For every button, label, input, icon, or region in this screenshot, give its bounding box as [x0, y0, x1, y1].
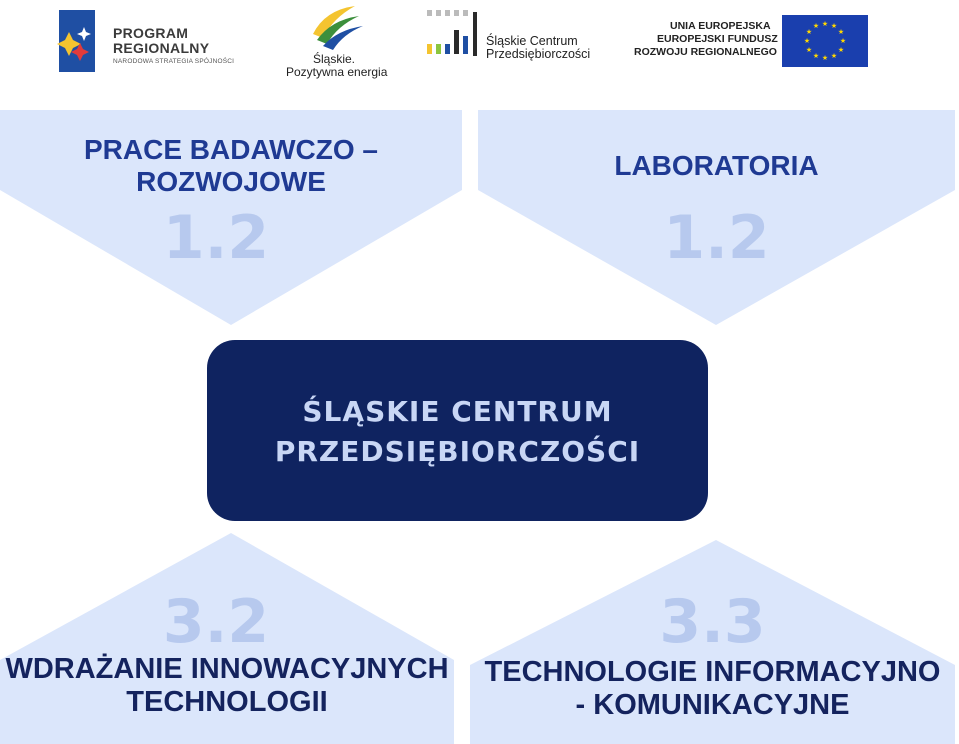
eu-flag-icon: ★ ★ ★ ★ ★ ★ ★ ★ ★ ★ ★ ★ [782, 15, 868, 67]
ue-line2: EUROPEJSKI FUNDUSZ [657, 33, 778, 45]
scp-line2: Przedsiębiorczości [486, 47, 591, 61]
svg-text:★: ★ [804, 37, 810, 45]
svg-text:★: ★ [806, 28, 812, 36]
slaskie-logo: Śląskie. Pozytywna energia [283, 4, 393, 79]
panel-top-right-shape [478, 110, 955, 325]
svg-text:★: ★ [831, 22, 837, 30]
panel-top-right-title: LABORATORIA [614, 150, 819, 181]
program-regionalny-logo: PROGRAM REGIONALNY NARODOWA STRATEGIA SP… [55, 10, 255, 74]
ue-logo: UNIA EUROPEJSKA EUROPEJSKI FUNDUSZ ROZWO… [632, 15, 872, 72]
svg-text:★: ★ [822, 54, 828, 62]
svg-text:★: ★ [838, 46, 844, 54]
scp-bars-icon [427, 10, 477, 56]
slaskie-waves-icon [313, 6, 363, 50]
panel-top-left-title-line1: PRACE BADAWCZO – [83, 134, 378, 165]
panel-bottom-left-title-line2: TECHNOLOGII [126, 686, 328, 718]
program-regionalny-line1: PROGRAM [113, 25, 189, 41]
svg-text:★: ★ [813, 22, 819, 30]
program-regionalny-subtitle: NARODOWA STRATEGIA SPÓJNOŚCI [113, 58, 235, 65]
program-regionalny-line2: REGIONALNY [113, 40, 210, 56]
program-regionalny-emblem-icon [57, 10, 95, 72]
panel-top-left-shape [0, 110, 462, 325]
panel-top-left-title-line2: ROZWOJOWE [136, 166, 326, 197]
panel-bottom-right-number: 3.3 [659, 587, 766, 657]
panel-bottom-right-title: TECHNOLOGIE INFORMACYJNO - KOMUNIKACYJNE [470, 656, 955, 722]
panel-bottom-left-shape [0, 533, 454, 744]
panel-top-right-number: 1.2 [663, 203, 770, 273]
panel-top-left-number: 1.2 [162, 203, 270, 273]
ue-line1: UNIA EUROPEJSKA [670, 20, 771, 32]
center-box: ŚLĄSKIE CENTRUM PRZEDSIĘBIORCZOŚCI [207, 340, 708, 521]
ue-line3: ROZWOJU REGIONALNEGO [634, 46, 777, 58]
center-line1: ŚLĄSKIE CENTRUM [302, 395, 613, 428]
panel-bottom-right-title-line1: TECHNOLOGIE INFORMACYJNO [484, 656, 941, 688]
panel-bottom-left-title: WDRAŻANIE INNOWACYJNYCH TECHNOLOGII [0, 653, 454, 719]
scp-logo: Śląskie Centrum Przedsiębiorczości [425, 8, 615, 68]
panel-top-left-title: PRACE BADAWCZO – ROZWOJOWE [0, 134, 462, 198]
panel-bottom-right-shape [470, 540, 955, 744]
panel-bottom-left-number: 3.2 [162, 587, 270, 657]
svg-text:★: ★ [831, 52, 837, 60]
center-line2: PRZEDSIĘBIORCZOŚCI [274, 435, 641, 468]
svg-text:★: ★ [806, 46, 812, 54]
panel-bottom-right-title-line2: - KOMUNIKACYJNE [575, 689, 850, 721]
svg-text:★: ★ [813, 52, 819, 60]
panel-bottom-left-title-line1: WDRAŻANIE INNOWACYJNYCH [5, 653, 449, 685]
scp-line1: Śląskie Centrum [486, 34, 578, 48]
slaskie-tagline: Pozytywna energia [286, 65, 388, 79]
slaskie-name: Śląskie. [313, 52, 356, 66]
svg-text:★: ★ [822, 20, 828, 28]
svg-text:★: ★ [838, 28, 844, 36]
svg-text:★: ★ [840, 37, 846, 45]
